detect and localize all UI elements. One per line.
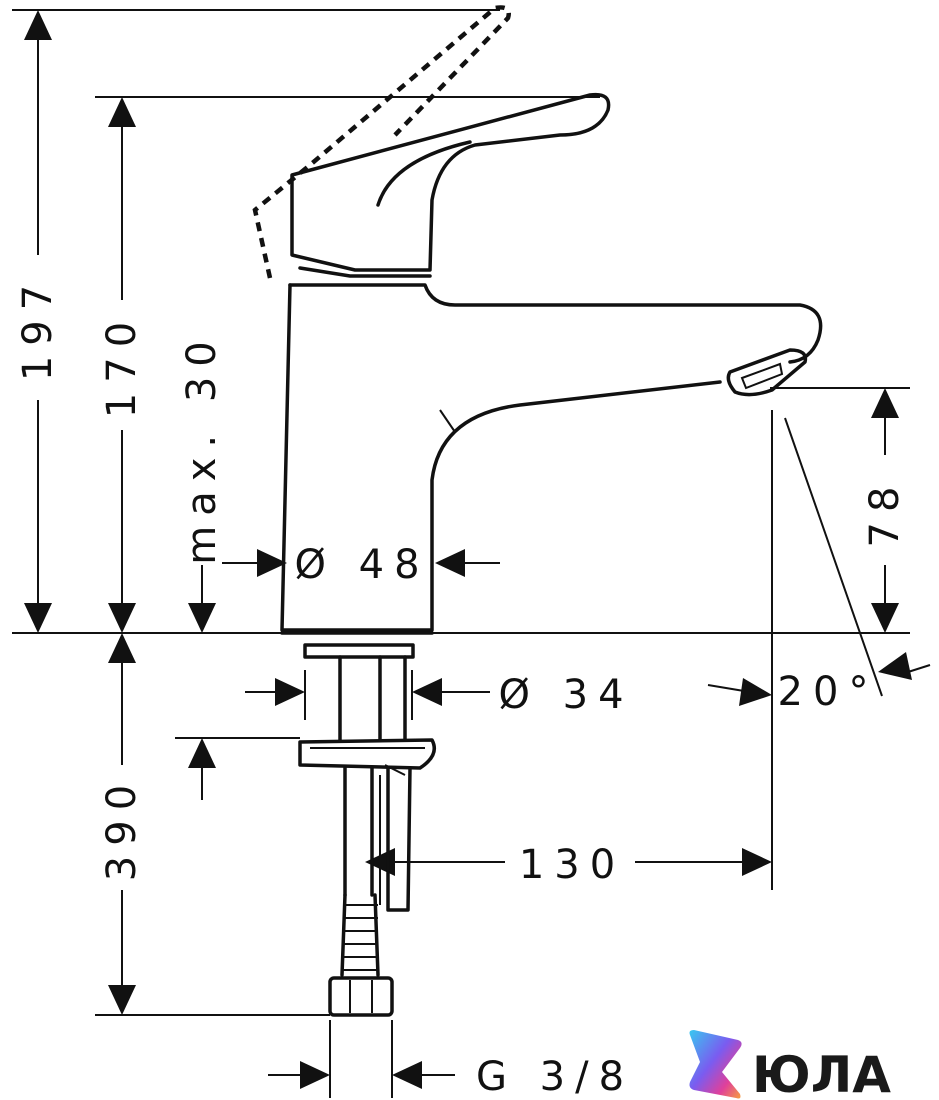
dim-line-170	[108, 97, 136, 633]
dim-line-390	[108, 633, 136, 1015]
dim-body-diameter: Ø 48	[294, 542, 429, 588]
dim-line-d48	[222, 549, 500, 577]
dim-line-78	[871, 388, 899, 633]
hose-connector	[328, 976, 394, 1017]
dim-hole-diameter: Ø 34	[498, 672, 633, 718]
reference-lines	[12, 9, 910, 1098]
faucet-body	[280, 283, 823, 635]
dim-max-thickness: max. 30	[179, 331, 225, 564]
dim-line-197	[24, 10, 52, 633]
yula-logo-text: ЮЛА	[752, 1046, 891, 1100]
dim-line-thread	[268, 1061, 455, 1089]
yula-logo: ЮЛА	[689, 1030, 891, 1100]
dim-spout-reach: 130	[519, 842, 625, 888]
faucet-lever	[290, 92, 611, 278]
faucet-aerator	[726, 348, 808, 397]
dim-connection-thread: G 3/8	[476, 1054, 634, 1100]
dim-total-height: 197	[15, 275, 61, 381]
dim-line-angle	[707, 652, 931, 706]
dim-hose-length: 390	[99, 775, 145, 881]
yula-logo-icon	[689, 1030, 742, 1099]
dim-line-max30	[188, 565, 216, 800]
dim-spout-angle: 20°	[778, 669, 879, 715]
supply-hoses	[340, 766, 412, 977]
mounting-nut	[298, 738, 436, 776]
lever-raised-dashed	[252, 5, 511, 279]
faucet-base	[303, 643, 415, 742]
dim-body-height: 170	[99, 312, 145, 418]
dim-line-d34	[245, 678, 490, 706]
dim-spout-height: 78	[862, 477, 908, 548]
